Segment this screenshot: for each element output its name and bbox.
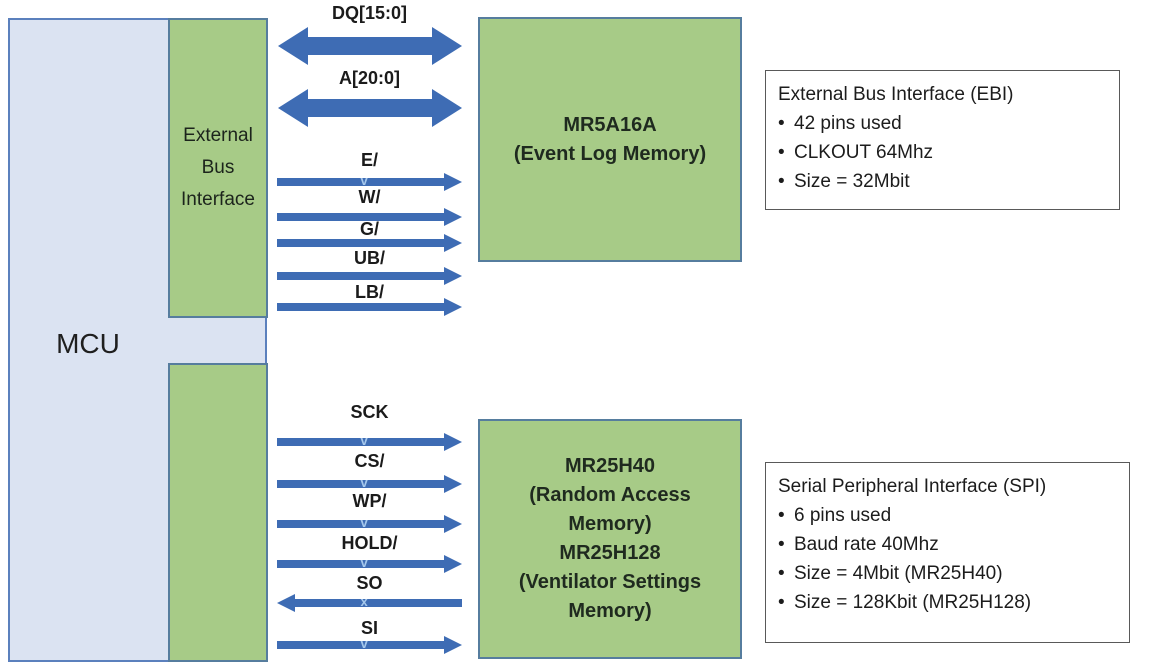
memory-line: Memory): [568, 600, 652, 622]
arrow-right-icon: [444, 173, 462, 191]
memory-line: MR25H128: [559, 542, 661, 564]
signal-label-cs: CS/: [354, 451, 385, 471]
spi-info-bullet: Baud rate 40Mhz: [778, 530, 1117, 559]
arrow-left-icon: [277, 594, 295, 612]
arrow-right-icon: [444, 433, 462, 451]
signal-label-so: SO: [356, 573, 383, 593]
spi-interface-block: [168, 363, 268, 662]
arrow-right-icon: [444, 234, 462, 252]
signal-label-hold: HOLD/: [341, 533, 398, 553]
spi-info-bullet: Size = 128Kbit (MR25H128): [778, 588, 1117, 617]
arrow-right-icon: [444, 555, 462, 573]
ebi-interface-label: External Bus Interface: [181, 125, 255, 210]
signal-label-ub: UB/: [354, 248, 385, 268]
bus-label-a: A[20:0]: [338, 68, 400, 88]
bus-label-dq: DQ[15:0]: [331, 3, 407, 23]
signal-arrow-wp-right: [277, 515, 462, 533]
connector-mark-icon: [361, 174, 368, 187]
bus-arrow-dq-bidirectional: [278, 27, 462, 65]
signal-label-w: W/: [358, 187, 381, 207]
signal-label-e: E/: [360, 150, 378, 170]
memory-line: MR25H40: [564, 455, 656, 477]
memory-subtitle: (Event Log Memory): [513, 142, 707, 165]
bus-arrow-a-bidirectional: [278, 89, 462, 127]
signal-label-si: SI: [360, 618, 378, 638]
connector-mark-icon: [361, 434, 368, 447]
signal-label-sck: SCK: [350, 402, 389, 422]
ebi-info-box: External Bus Interface (EBI) 42 pins use…: [765, 70, 1120, 210]
signal-arrow-hold-right: [277, 555, 462, 573]
ebi-info-bullet: Size = 32Mbit: [778, 167, 1107, 196]
memory-line: (Ventilator Settings: [518, 571, 702, 593]
spi-info-bullet: 6 pins used: [778, 501, 1117, 530]
connector-mark-icon: [361, 476, 368, 489]
signal-label-wp: WP/: [352, 491, 387, 511]
settings-memory-block: MR25H40 (Random Access Memory) MR25H128 …: [478, 419, 742, 659]
arrow-right-icon: [444, 267, 462, 285]
arrow-right-icon: [444, 208, 462, 226]
memory-name: MR5A16A: [563, 113, 657, 136]
mcu-label: MCU: [56, 328, 120, 359]
connector-mark-icon: [361, 556, 368, 569]
signal-arrow-sck-right: [277, 433, 462, 451]
signal-arrow-si-right: [277, 636, 462, 654]
ebi-info-bullet: CLKOUT 64Mhz: [778, 138, 1107, 167]
arrow-right-icon: [444, 636, 462, 654]
arrow-left-icon: [278, 89, 308, 127]
arrow-right-icon: [444, 475, 462, 493]
signal-label-g: G/: [359, 219, 379, 239]
event-log-memory-block: MR5A16A (Event Log Memory): [478, 17, 742, 262]
arrow-right-icon: [444, 298, 462, 316]
signal-arrow-so-left: [277, 594, 462, 612]
signal-arrow-lb-right: [277, 298, 462, 316]
signal-arrow-g-right: [277, 234, 462, 252]
arrow-right-icon: [432, 27, 462, 65]
signal-arrow-w-right: [277, 208, 462, 226]
ebi-interface-block: External Bus Interface: [168, 18, 268, 318]
ebi-info-title: External Bus Interface (EBI): [778, 84, 1014, 105]
connector-mark-icon: [361, 595, 368, 608]
spi-info-bullet: Size = 4Mbit (MR25H40): [778, 559, 1117, 588]
ebi-info-bullet: 42 pins used: [778, 109, 1107, 138]
arrow-left-icon: [278, 27, 308, 65]
spi-info-box: Serial Peripheral Interface (SPI) 6 pins…: [765, 462, 1130, 643]
signal-arrow-ub-right: [277, 267, 462, 285]
memory-line: Memory): [568, 513, 652, 535]
connector-mark-icon: [361, 637, 368, 650]
signal-arrow-cs-right: [277, 475, 462, 493]
signal-label-lb: LB/: [355, 282, 384, 302]
memory-line: (Random Access: [529, 484, 691, 506]
arrow-right-icon: [444, 515, 462, 533]
signal-arrow-e-right: [277, 173, 462, 191]
arrow-right-icon: [432, 89, 462, 127]
connector-mark-icon: [361, 516, 368, 529]
spi-info-title: Serial Peripheral Interface (SPI): [778, 476, 1047, 497]
